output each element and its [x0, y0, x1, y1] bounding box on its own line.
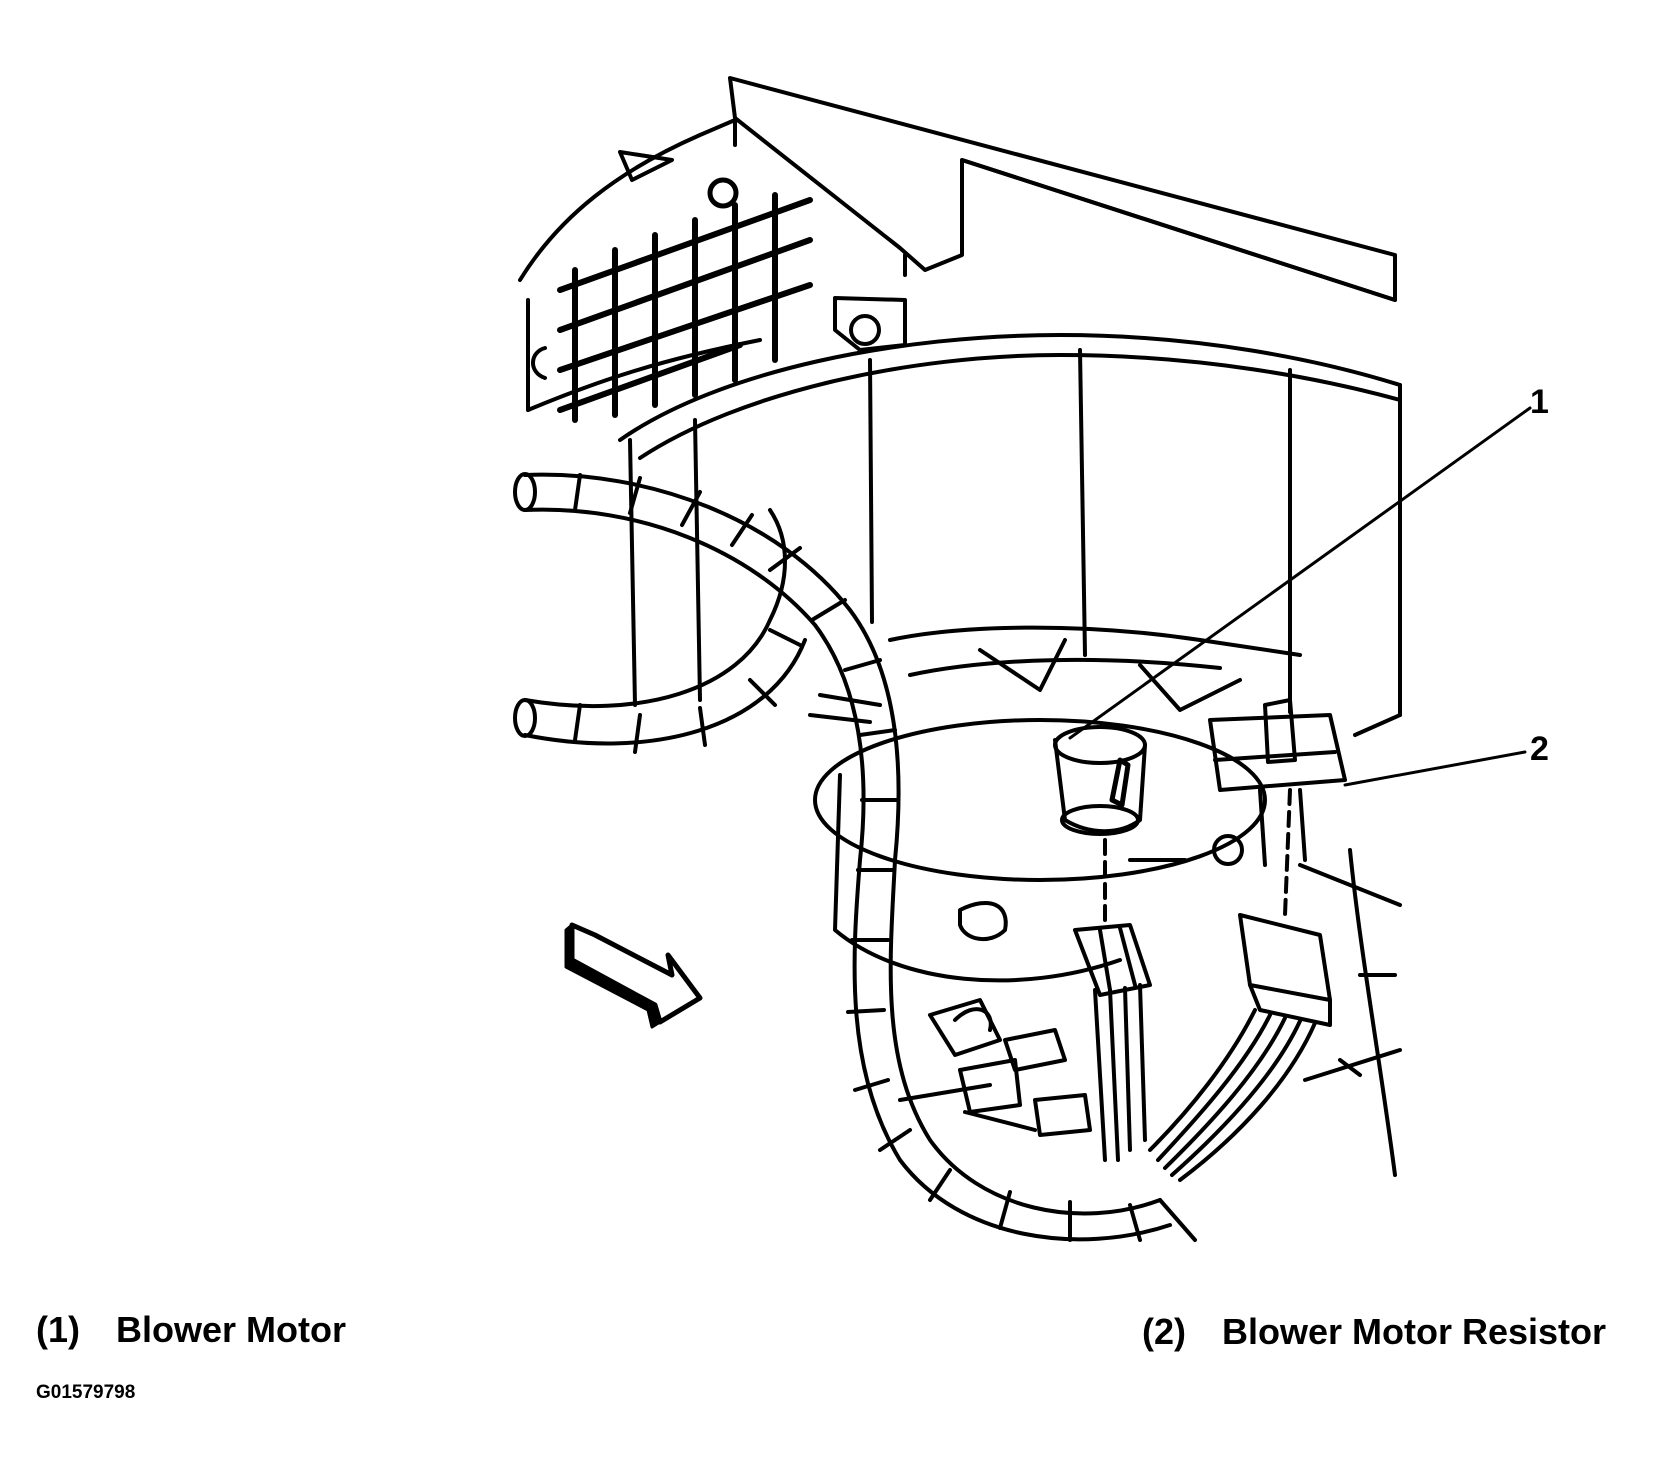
direction-arrow: [564, 922, 703, 1029]
callout-number-2: 2: [1530, 730, 1549, 768]
callout-leader-2: [1343, 750, 1527, 787]
callout-leader-1: [1068, 406, 1532, 740]
lower-bracket: [898, 998, 1092, 1137]
blower-motor-resistor: [1208, 698, 1402, 907]
legend-item-blower-motor: (1) Blower Motor: [36, 1312, 346, 1348]
legend-item-blower-motor-resistor: (2) Blower Motor Resistor: [1142, 1314, 1606, 1350]
legend-label: Blower Motor: [116, 1309, 346, 1350]
hvac-case: [518, 76, 1397, 423]
blower-housing: [618, 296, 1402, 737]
figure-id: G01579798: [36, 1382, 136, 1403]
wiring-harness: [513, 472, 1197, 1242]
legend-label: Blower Motor Resistor: [1222, 1311, 1607, 1352]
connectors: [1073, 788, 1332, 1182]
blower-motor: [813, 718, 1267, 983]
callout-number-1: 1: [1530, 383, 1549, 421]
callout-leaders: [1068, 406, 1532, 787]
legend-number: (1): [36, 1309, 80, 1350]
side-panel: [1303, 848, 1402, 1177]
legend-number: (2): [1142, 1311, 1186, 1352]
